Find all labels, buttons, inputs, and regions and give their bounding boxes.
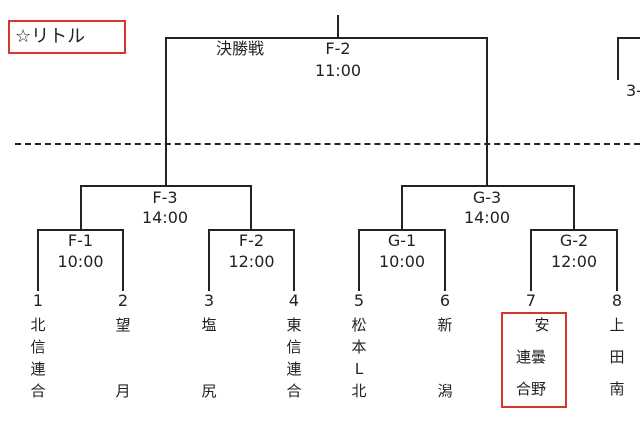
bracket-line [208, 229, 295, 231]
team-number: 7 [525, 291, 537, 310]
bracket-line [401, 185, 403, 230]
bracket-line [337, 15, 339, 38]
partial-label: 3- [626, 81, 640, 100]
team-name-char: 合 [30, 382, 46, 400]
match-code: F-3 [152, 188, 178, 207]
match-time: 12:00 [550, 252, 598, 271]
bracket-line [616, 229, 618, 291]
team-name-char: 塩 [201, 316, 217, 334]
bracket-line [37, 229, 124, 231]
bracket-line [617, 37, 640, 39]
team-name-char: 尻 [201, 382, 217, 400]
team-number: 6 [439, 291, 451, 310]
bracket-line [293, 229, 295, 291]
match-time: 14:00 [463, 208, 511, 227]
team-name-char: L [354, 360, 364, 378]
team-name-char: 新 [437, 316, 453, 334]
team-name-char: 月 [115, 382, 131, 400]
team-number: 3 [203, 291, 215, 310]
bracket-line [165, 37, 167, 186]
team-name-char: 南 [609, 380, 625, 398]
team-name-char: 合 [286, 382, 302, 400]
bracket-line [80, 185, 82, 230]
team-name-char: 連曇 [515, 348, 547, 366]
category-title: ☆リトル [8, 20, 126, 54]
bracket-line [486, 37, 488, 186]
bracket-line [80, 185, 252, 187]
team-number: 8 [611, 291, 623, 310]
team-name-char: 合野 [515, 380, 547, 398]
dashed-divider [15, 143, 640, 145]
match-code: F-2 [238, 231, 265, 250]
bracket-line [250, 185, 252, 230]
match-code: F-1 [67, 231, 94, 250]
bracket-line [401, 185, 575, 187]
match-code: G-2 [559, 231, 589, 250]
team-name-char: 望 [115, 316, 131, 334]
team-name-char: 本 [351, 338, 367, 356]
match-code: G-3 [472, 188, 502, 207]
team-name-char: 信 [286, 338, 302, 356]
team-name-char: 北 [30, 316, 46, 334]
team-number: 2 [117, 291, 129, 310]
highlight-box-team-7 [501, 312, 567, 408]
team-name-char: 上 [609, 316, 625, 334]
bracket-line [444, 229, 446, 291]
bracket-line [573, 185, 575, 230]
team-name-char: 潟 [437, 382, 453, 400]
bracket-line [530, 229, 618, 231]
team-name-char: 北 [351, 382, 367, 400]
team-number: 1 [32, 291, 44, 310]
final-label: 決勝戦 [215, 39, 265, 58]
bracket-line [358, 229, 360, 291]
bracket-line [165, 37, 488, 39]
team-name-char: 東 [286, 316, 302, 334]
bracket-line [37, 229, 39, 291]
match-time: 12:00 [228, 252, 275, 271]
bracket-line [617, 37, 619, 80]
bracket-line [358, 229, 446, 231]
final-time: 11:00 [314, 61, 362, 80]
match-code: G-1 [387, 231, 417, 250]
match-time: 10:00 [378, 252, 426, 271]
team-name-char: 松 [351, 316, 367, 334]
match-time: 10:00 [57, 252, 104, 271]
bracket-line [122, 229, 124, 291]
bracket-line [208, 229, 210, 291]
bracket-line [530, 229, 532, 291]
team-name-char: 信 [30, 338, 46, 356]
team-number: 5 [353, 291, 365, 310]
team-number: 4 [288, 291, 300, 310]
final-code: F-2 [325, 39, 351, 58]
match-time: 14:00 [141, 208, 189, 227]
team-name-char: 連 [286, 360, 302, 378]
team-name-char: 連 [30, 360, 46, 378]
team-name-char: 田 [609, 348, 625, 366]
team-name-char: 安 [534, 316, 550, 334]
